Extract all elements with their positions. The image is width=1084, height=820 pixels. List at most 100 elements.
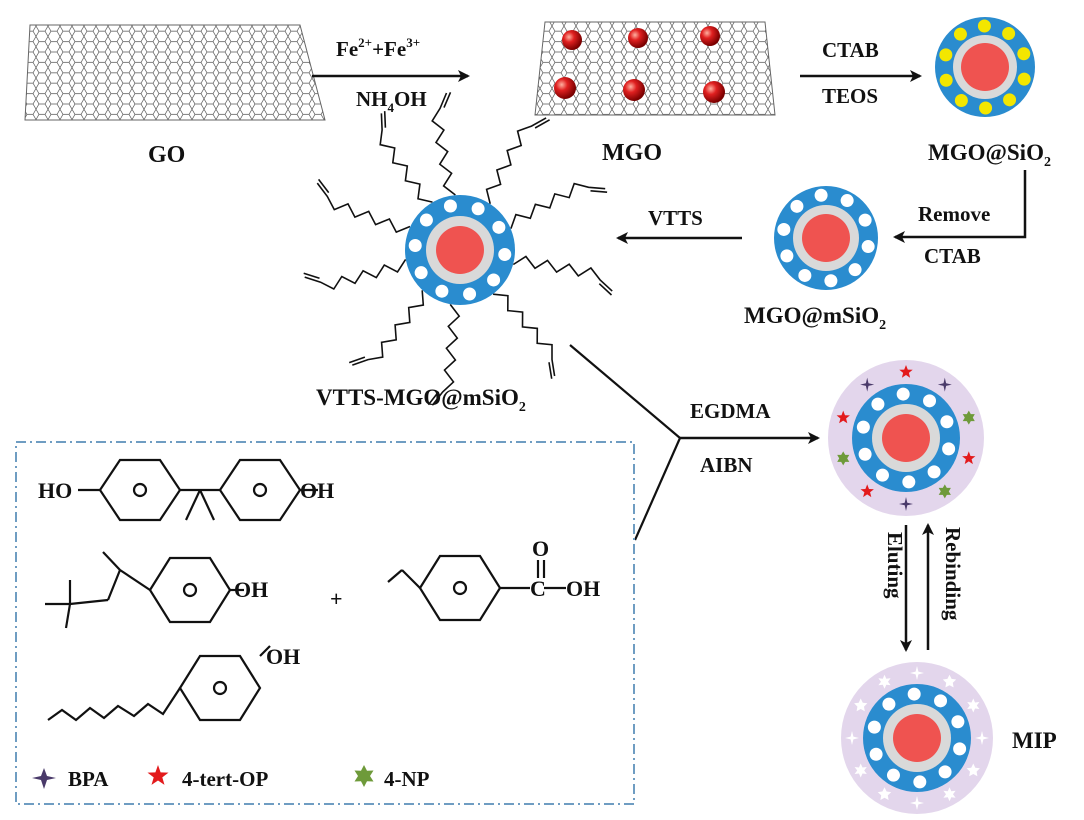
step1-reagent-top: Fe2++Fe3+ xyxy=(336,35,420,61)
ctab-dots xyxy=(939,19,1031,115)
nonylphenol-oh-label: OH xyxy=(266,644,300,669)
ctab-dot xyxy=(953,27,967,41)
legend: BPA 4-tert-OP 4-NP xyxy=(32,765,430,791)
pore xyxy=(408,239,422,253)
pore xyxy=(840,194,854,208)
pore xyxy=(934,694,948,708)
legend-bpa-icon xyxy=(32,768,56,789)
mgo-sheet xyxy=(534,21,776,116)
pore xyxy=(953,742,967,756)
vinyl-double-bond xyxy=(427,391,440,406)
pore xyxy=(942,442,956,456)
legend-nonylphenol-label: 4-NP xyxy=(384,767,430,791)
vinyl-double-bond xyxy=(383,111,387,128)
template-box xyxy=(15,441,635,805)
fe3o4-particle xyxy=(562,30,582,50)
vinyl-chain xyxy=(485,117,547,204)
imprinted-cavity xyxy=(967,698,980,713)
go-label: GO xyxy=(148,142,185,168)
pore xyxy=(848,263,862,277)
pore xyxy=(780,249,794,263)
pore xyxy=(498,247,512,261)
template-molecules xyxy=(836,365,976,511)
pore xyxy=(875,468,889,482)
step3-reagent-top: Remove xyxy=(918,202,990,226)
ctab-dot xyxy=(1017,72,1031,86)
pore xyxy=(867,720,881,734)
mesopores xyxy=(777,188,875,288)
imprinted-particle xyxy=(828,360,984,516)
vinyl-chains xyxy=(303,91,613,406)
ctab-dot xyxy=(939,73,953,87)
pore xyxy=(907,687,921,701)
vinyl-double-bond xyxy=(548,362,553,379)
pore xyxy=(814,188,828,202)
legend-nonylphenol-icon xyxy=(354,765,374,787)
ctab-dot xyxy=(954,94,968,108)
vinyl-double-bond xyxy=(348,356,366,364)
imprinted-cavity xyxy=(845,731,859,745)
step1-reagent-bottom: NH4OH xyxy=(356,87,427,115)
mgo-sio2-label: MGO@SiO2 xyxy=(928,140,1051,170)
imprinted-cavity xyxy=(942,674,957,688)
pore xyxy=(896,387,910,401)
step4-reagent: VTTS xyxy=(648,206,703,230)
vinyl-chain xyxy=(304,258,407,291)
pore xyxy=(471,202,485,216)
legend-tert-op-label: 4-tert-OP xyxy=(182,767,268,791)
tert-op-template xyxy=(836,410,850,424)
pore xyxy=(951,715,965,729)
imprinted-cavity xyxy=(877,787,892,800)
pore xyxy=(487,273,501,287)
pore xyxy=(902,475,916,489)
pore xyxy=(856,420,870,434)
tert-op-structure xyxy=(45,551,244,629)
pore xyxy=(923,394,937,408)
mip-particle xyxy=(841,662,993,814)
vinyl-chain xyxy=(431,303,461,406)
vinyl-double-bond xyxy=(317,178,330,194)
vinyl-chain xyxy=(512,255,613,292)
pore xyxy=(927,465,941,479)
tert-op-template xyxy=(860,484,874,498)
mip-label: MIP xyxy=(1012,728,1057,753)
pore xyxy=(858,213,872,227)
pore xyxy=(938,765,952,779)
ctab-dot xyxy=(939,48,953,62)
nonylphenol-template xyxy=(962,410,975,425)
plus-sign: + xyxy=(330,586,343,611)
tert-op-template xyxy=(962,451,976,465)
vinyl-chain xyxy=(379,113,433,203)
vtts-mgo-msio2-label: VTTS-MGO@mSiO2 xyxy=(316,385,526,415)
fe3o4-particle xyxy=(623,79,645,101)
vinyl-double-bond xyxy=(598,283,613,296)
pore xyxy=(871,397,885,411)
ctab-dot xyxy=(1003,93,1017,107)
imprinted-cavity xyxy=(910,666,924,680)
step2-reagent-top: CTAB xyxy=(822,38,879,62)
ctab-dot xyxy=(979,101,993,115)
bpa-oh-label: OH xyxy=(300,478,334,503)
merge-line-bottom xyxy=(633,437,682,541)
merge-line-top xyxy=(569,344,681,439)
pore xyxy=(798,268,812,282)
rebinding-label: Rebinding xyxy=(941,527,965,621)
step5-reagent-bottom: AIBN xyxy=(700,453,753,477)
pore xyxy=(886,768,900,782)
imprinted-cavities xyxy=(845,666,989,810)
pore xyxy=(463,287,477,301)
pore xyxy=(940,415,954,429)
pore xyxy=(492,220,506,234)
step3-reagent-bottom: CTAB xyxy=(924,244,981,268)
bpa-template xyxy=(937,377,952,392)
mgo-sio2-particle xyxy=(935,17,1035,117)
mesopores xyxy=(856,387,956,489)
ctab-dot xyxy=(1002,26,1016,40)
pore xyxy=(435,284,449,298)
ctab-dot xyxy=(1017,47,1031,61)
imprinted-cavity xyxy=(854,698,868,712)
pore xyxy=(882,697,896,711)
imprinted-cavity xyxy=(854,763,867,778)
vinyl-double-bond xyxy=(534,119,550,129)
pore xyxy=(858,447,872,461)
